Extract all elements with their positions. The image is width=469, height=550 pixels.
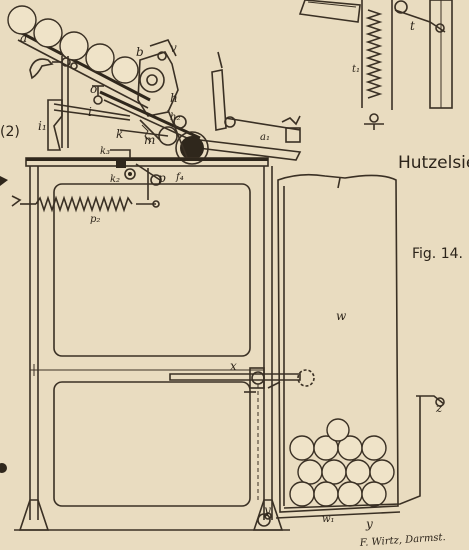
- label-v: v: [170, 41, 177, 55]
- label-i: i: [88, 105, 92, 119]
- label-t: t: [410, 19, 415, 33]
- corner-mark: (2): [0, 124, 20, 140]
- label-k2: k₂: [110, 174, 120, 185]
- machine-frame: [14, 166, 290, 531]
- feed-chute: [7, 5, 151, 148]
- label-o: o: [90, 82, 97, 96]
- label-k3: k₃: [100, 146, 110, 157]
- ball: [289, 481, 315, 507]
- lever-x: [169, 367, 315, 393]
- label-a1: a₁: [260, 132, 270, 143]
- label-m: m: [144, 133, 155, 147]
- ball: [369, 459, 395, 485]
- ball: [345, 459, 371, 485]
- bin-w: [257, 173, 421, 527]
- spring-p2: [11, 195, 160, 213]
- reference-labels: a b v o h h₂ i₁ i k k₃ k₂ m p f₄ a₁ p₂ w…: [20, 19, 443, 531]
- machine-table: [25, 149, 269, 200]
- ball: [33, 18, 63, 48]
- ball: [59, 31, 89, 61]
- crank-z: [416, 395, 445, 407]
- ball: [7, 5, 37, 35]
- label-f4: f₄: [175, 172, 184, 183]
- label-y1: y: [365, 517, 373, 531]
- label-i1: i₁: [38, 119, 47, 133]
- ball: [297, 459, 323, 485]
- label-b: b: [136, 45, 144, 59]
- ball: [361, 481, 387, 507]
- figure-title: Hutzelsie: [398, 153, 469, 173]
- label-h: h: [170, 91, 178, 105]
- left-bracket: [47, 85, 131, 151]
- label-a: a: [20, 31, 27, 45]
- left-edge-fragment: [0, 176, 8, 473]
- ball: [313, 481, 339, 507]
- ball: [111, 56, 139, 84]
- label-k: k: [116, 127, 123, 141]
- ball: [326, 418, 350, 442]
- engraver-signature: F. Wirtz, Darmst.: [358, 532, 446, 549]
- label-z: z: [435, 401, 443, 415]
- ball: [85, 43, 115, 73]
- label-w1: w₁: [322, 514, 335, 525]
- label-h2: h₂: [170, 112, 180, 123]
- ball: [289, 435, 315, 461]
- label-w: w: [336, 309, 347, 323]
- ball: [321, 459, 347, 485]
- label-t1: t₁: [352, 64, 360, 75]
- ball: [361, 435, 387, 461]
- ball: [337, 481, 363, 507]
- upper-right-detail: [298, 0, 453, 130]
- label-y: y: [263, 503, 271, 517]
- figure-number: Fig. 14.: [412, 246, 463, 262]
- cutting-mechanism: [99, 39, 302, 165]
- label-x: x: [230, 359, 237, 373]
- label-p2: p₂: [90, 214, 100, 225]
- label-p: p: [158, 171, 166, 185]
